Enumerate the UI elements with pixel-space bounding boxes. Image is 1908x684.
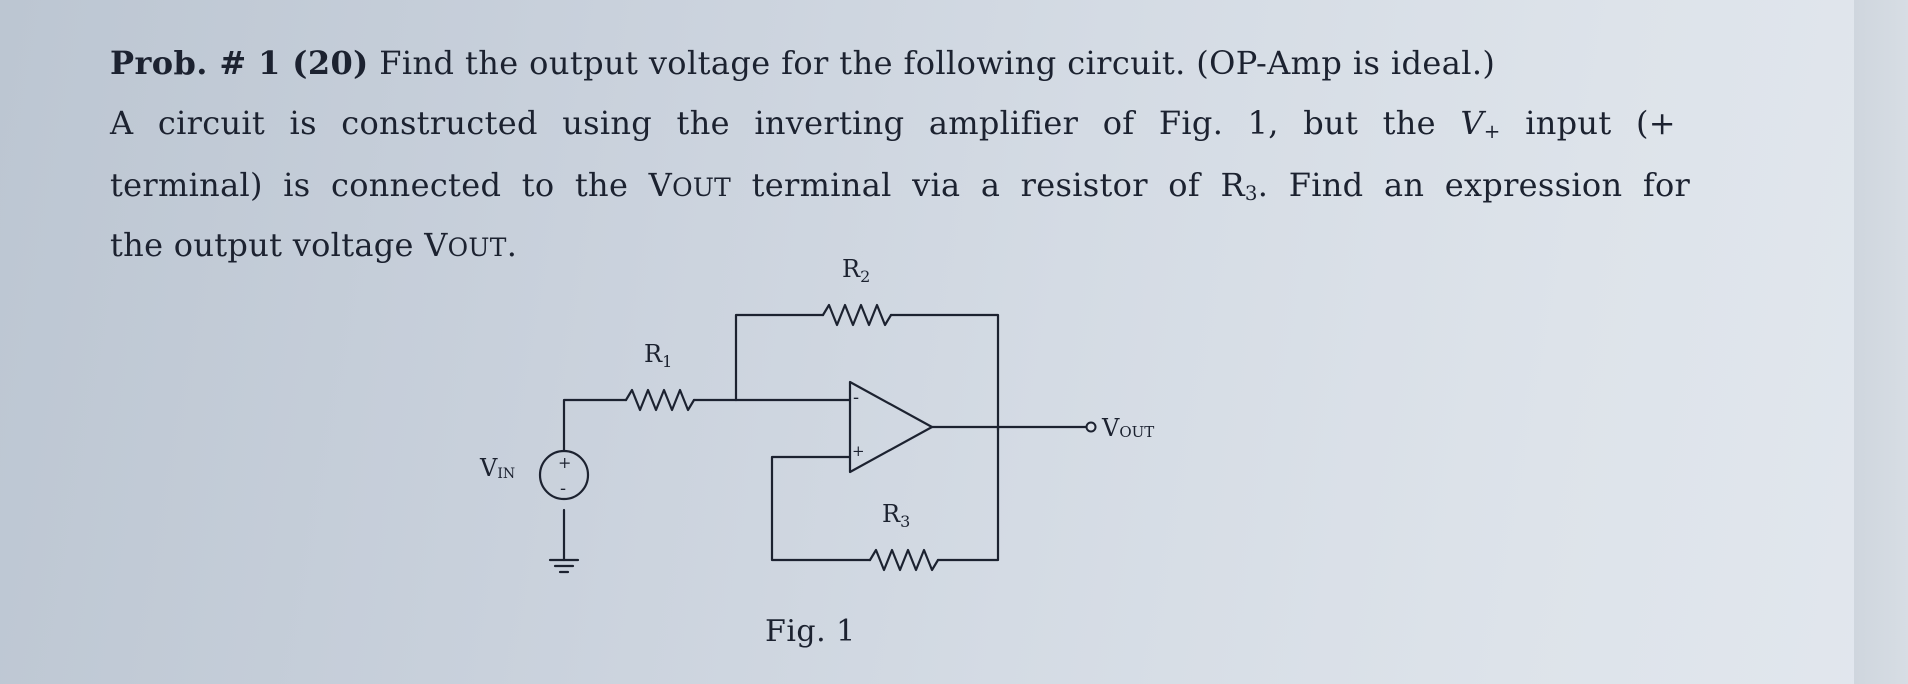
r3-resistor-icon <box>868 548 940 572</box>
problem-line-2: A circuit is constructed using the inver… <box>110 104 1676 143</box>
vin-label: VIN <box>479 454 515 482</box>
vout-subscript: OUT <box>672 173 732 202</box>
r3-subscript: 3 <box>1244 181 1258 205</box>
figure-caption: Fig. 1 <box>765 614 856 649</box>
r1-resistor-icon <box>624 388 696 412</box>
v-plus-symbol: V+ <box>1460 104 1501 143</box>
vout-subscript-2: OUT <box>447 233 507 262</box>
problem-line-4: the output voltage VOUT. <box>110 226 517 264</box>
problem-line-1: Prob. # 1 (20) Find the output voltage f… <box>110 44 1495 82</box>
wire-noninverting-loop <box>770 455 872 562</box>
background-edge <box>1854 0 1908 684</box>
r2-resistor-icon <box>821 303 893 327</box>
opamp-icon <box>848 380 934 474</box>
wire-r3-to-output <box>936 425 1000 562</box>
problem-header: Prob. # 1 (20) <box>110 44 369 82</box>
source-plus-sign: + <box>558 453 571 472</box>
line4-text-a: the output voltage V <box>110 226 448 264</box>
line2-text-a: A circuit is constructed using the inver… <box>110 104 1436 142</box>
line4-text-b: . <box>506 226 518 264</box>
opamp-minus-sign: - <box>853 387 859 408</box>
r3-label: R3 <box>882 500 910 531</box>
line3-text-c: . Find an expression for <box>1257 166 1691 204</box>
problem-question: Find the output voltage for the followin… <box>379 44 1496 82</box>
circuit-diagram: + - - + R1 R2 R3 VIN VOUT <box>479 255 1154 574</box>
output-terminal-icon <box>1085 421 1097 433</box>
line2-text-b: input (+ <box>1525 104 1676 142</box>
wire-source-to-r1 <box>562 398 628 453</box>
problem-line-3: terminal) is connected to the VOUT termi… <box>110 166 1690 205</box>
vout-label: VOUT <box>1101 414 1154 442</box>
r1-label: R1 <box>644 340 672 371</box>
line3-text-b: terminal via a resistor of R <box>751 166 1245 204</box>
ground-icon <box>548 558 580 574</box>
source-minus-sign: - <box>560 478 566 499</box>
r2-label: R2 <box>842 255 870 286</box>
wire-r2-to-output <box>889 313 1000 432</box>
wire-node-to-r2 <box>734 313 825 402</box>
opamp-plus-sign: + <box>852 442 865 460</box>
line3-text-a: terminal) is connected to the V <box>110 166 673 204</box>
